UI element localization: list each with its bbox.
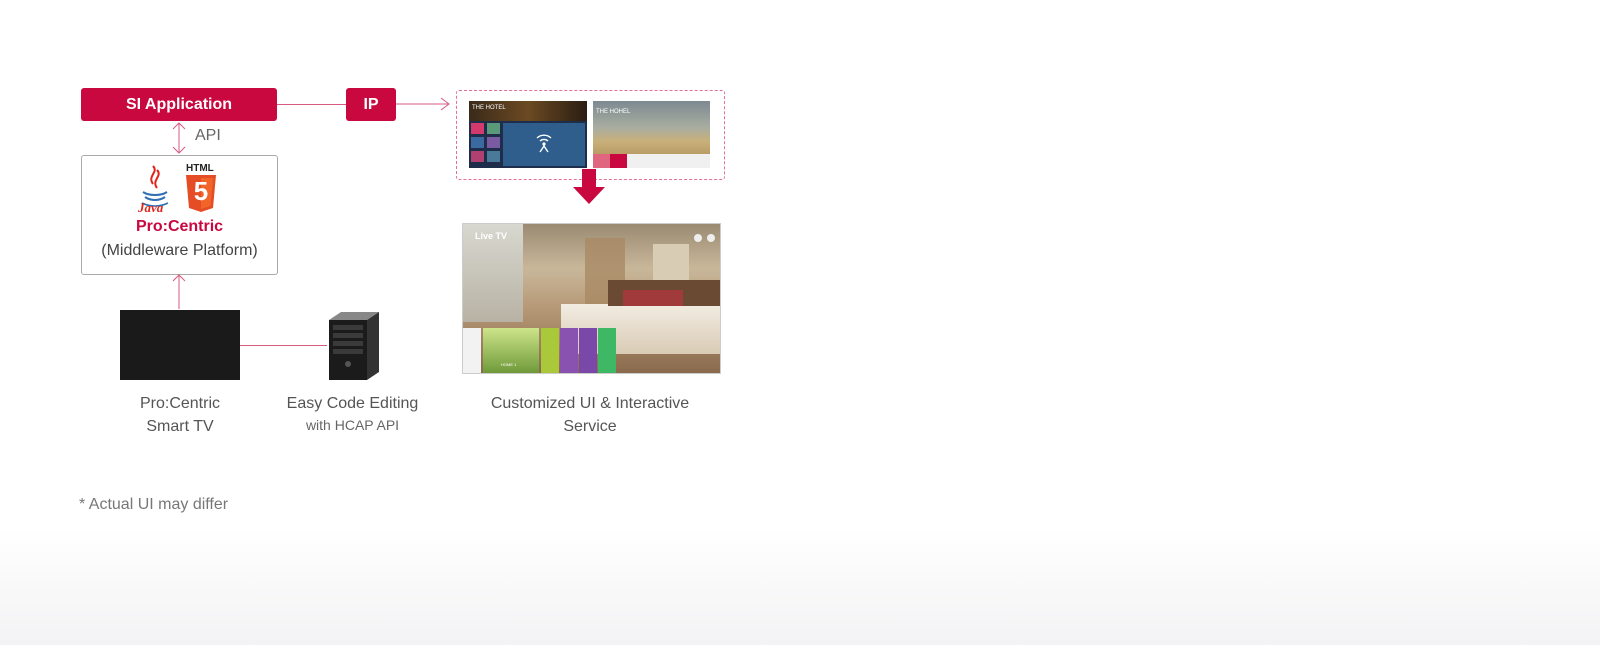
screen1-tile-1 <box>471 123 484 134</box>
customized-label: Customized UI & Interactive Service <box>470 392 710 438</box>
room-picture <box>653 244 689 280</box>
middleware-subtitle: (Middleware Platform) <box>101 242 258 259</box>
screen2-menu-active <box>593 154 610 168</box>
launcher-tile-lime <box>541 328 559 373</box>
java-logo-icon <box>141 165 169 207</box>
smart-tv-line2: Smart TV <box>146 418 214 435</box>
room-window <box>463 224 523 322</box>
si-application-label: SI Application <box>125 95 233 113</box>
hotel-screen-1: THE HOTEL <box>469 101 587 168</box>
arrow-right-icon <box>396 97 450 111</box>
customized-line2: Service <box>563 418 617 435</box>
smart-tv-line1: Pro:Centric <box>139 395 221 412</box>
arrow-down-icon <box>573 169 605 204</box>
room-pillow <box>623 290 683 306</box>
screen1-tile-4 <box>487 137 500 148</box>
screen2-title: THE HOHEL <box>596 109 631 115</box>
smart-tv-label: Pro:Centric Smart TV <box>100 392 260 438</box>
screen1-tile-3 <box>471 137 484 148</box>
screen1-title: THE HOTEL <box>472 105 506 111</box>
code-editing-label: Easy Code Editing with HCAP API <box>270 392 435 435</box>
screen1-tile-6 <box>487 151 500 162</box>
settings-circle-icon <box>707 234 715 242</box>
java-text: Java <box>138 200 164 215</box>
screen2-menu-item <box>610 154 627 168</box>
customized-ui-screen: Live TV HOME 1 <box>462 223 721 374</box>
double-arrow-icon <box>172 122 186 154</box>
api-label: API <box>195 127 221 144</box>
middleware-box: Java HTML 5 Pro:Centric (Middleware Plat… <box>81 155 278 275</box>
launcher-tile-violet <box>579 328 597 373</box>
launcher-tile-purple <box>560 328 578 373</box>
ip-box: IP <box>346 88 396 121</box>
launcher-home-label: HOME 1 <box>501 362 517 367</box>
code-editing-line1: Easy Code Editing <box>286 395 419 412</box>
server-tower-icon <box>329 312 379 380</box>
live-tv-label: Live TV <box>475 231 508 241</box>
wifi-icon <box>536 134 552 153</box>
screen1-tile-5 <box>471 151 484 162</box>
connector-si-ip <box>277 104 346 105</box>
customized-line1: Customized UI & Interactive <box>490 395 690 412</box>
code-editing-line2: with HCAP API <box>305 417 400 433</box>
smart-tv-screen <box>120 310 240 380</box>
screen1-tile-2 <box>487 123 500 134</box>
hotel-screen-2: THE HOHEL <box>593 101 710 168</box>
procentric-brand: Pro:Centric <box>135 218 224 235</box>
launcher-main-tile <box>483 328 539 373</box>
html5-number: 5 <box>193 176 209 206</box>
disclaimer-text: * Actual UI may differ <box>79 496 229 513</box>
launcher-tile-green <box>598 328 616 373</box>
launcher-home-tile <box>463 328 481 373</box>
html5-shield-icon <box>186 175 216 212</box>
connector-tv-server <box>240 345 327 346</box>
screen1-top-image <box>469 101 587 121</box>
html5-text: HTML <box>186 163 214 174</box>
minus-circle-icon <box>694 234 702 242</box>
si-application-box: SI Application <box>81 88 277 121</box>
ip-label: IP <box>363 95 379 113</box>
screens-container: THE HOTEL THE HOHEL <box>456 90 725 180</box>
arrow-up-icon <box>172 274 186 309</box>
